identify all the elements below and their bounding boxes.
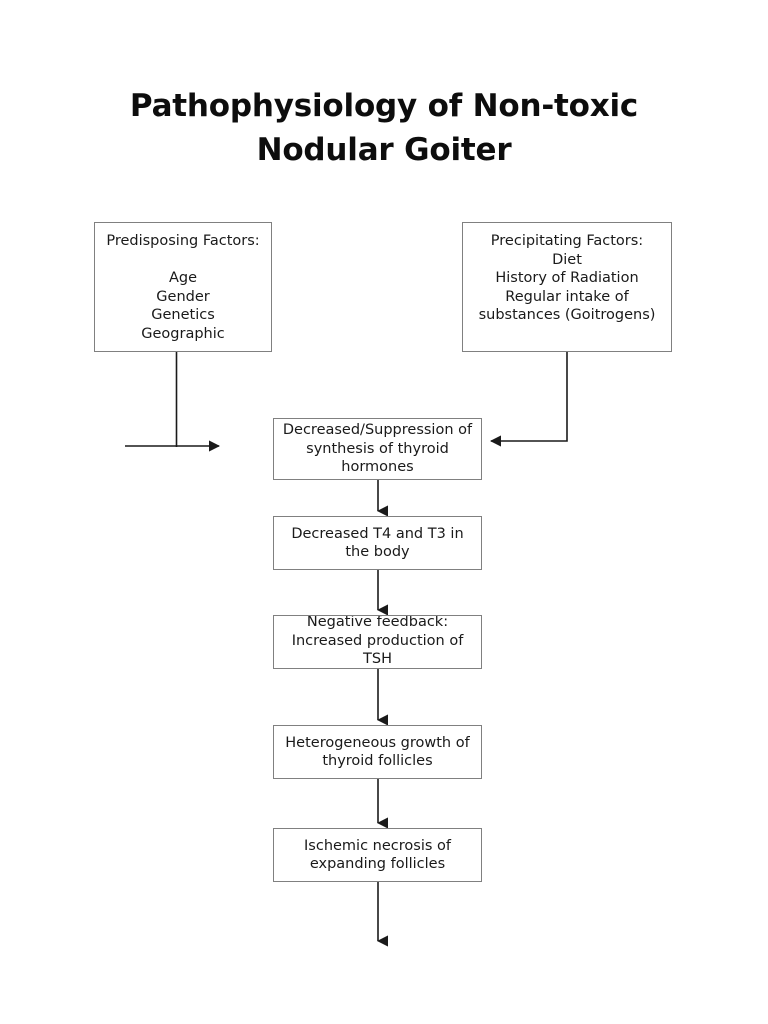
edge-precipitating-to-synthesis xyxy=(489,352,568,447)
node-negative-feedback[interactable]: Negative feedback: Increased production … xyxy=(273,615,482,669)
node-predisposing-factors-text: Predisposing Factors: Age Gender Genetic… xyxy=(106,233,260,342)
page-title: Pathophysiology of Non-toxic Nodular Goi… xyxy=(129,88,639,168)
node-precipitating-factors[interactable]: Precipitating Factors: Diet History of R… xyxy=(462,222,672,352)
node-ischemic-necrosis[interactable]: Ischemic necrosis of expanding follicles xyxy=(273,828,482,882)
node-heterogeneous-growth-text: Heterogeneous growth of thyroid follicle… xyxy=(285,734,470,770)
node-predisposing-factors[interactable]: Predisposing Factors: Age Gender Genetic… xyxy=(94,222,272,352)
node-heterogeneous-growth[interactable]: Heterogeneous growth of thyroid follicle… xyxy=(273,725,482,779)
node-decreased-synthesis-text: Decreased/Suppression of synthesis of th… xyxy=(282,422,473,476)
node-precipitating-factors-text: Precipitating Factors: Diet History of R… xyxy=(478,233,656,323)
node-decreased-synthesis[interactable]: Decreased/Suppression of synthesis of th… xyxy=(273,418,482,480)
node-decreased-t4-t3-text: Decreased T4 and T3 in the body xyxy=(291,525,464,561)
node-ischemic-necrosis-text: Ischemic necrosis of expanding follicles xyxy=(304,837,451,873)
node-negative-feedback-text: Negative feedback: Increased production … xyxy=(291,615,464,668)
node-decreased-t4-t3[interactable]: Decreased T4 and T3 in the body xyxy=(273,516,482,570)
